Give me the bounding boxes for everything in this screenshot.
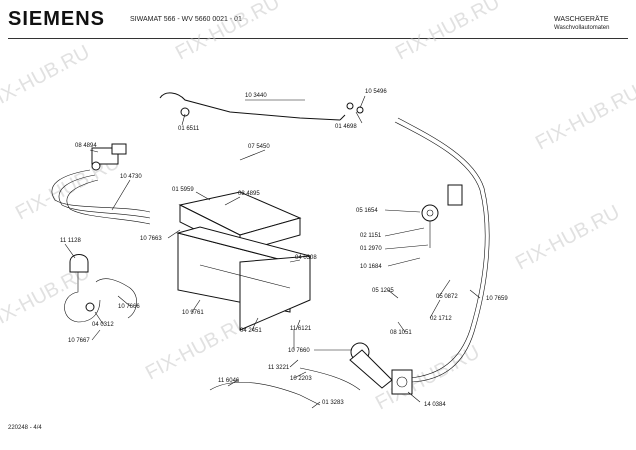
right-drain-hose: [394, 117, 490, 383]
brand-logo: SIEMENS: [8, 8, 106, 30]
siphon-trap: [64, 254, 137, 323]
inlet-valve: [91, 143, 127, 171]
watermark: FIX-HUB.RU: [172, 0, 283, 64]
part-labels: 10 3440 10 5496 01 6511 01 4698 08 4894 …: [60, 89, 508, 408]
part-label: 01 4698: [335, 124, 357, 130]
part-label: 02 1151: [360, 233, 382, 239]
part-label: 10 7663: [140, 236, 162, 242]
part-label: 10 1684: [360, 264, 382, 270]
fill-hoses: [51, 169, 151, 225]
part-label: 05 1654: [356, 208, 378, 214]
watermark: FIX-HUB.RU: [512, 201, 623, 274]
part-label: 08 4894: [75, 143, 97, 149]
part-label: 02 1712: [430, 316, 452, 322]
watermark: FIX-HUB.RU: [532, 81, 636, 154]
part-label: 14 0384: [424, 402, 446, 408]
part-label: 08 1051: [390, 330, 412, 336]
watermark: FIX-HUB.RU: [392, 0, 503, 64]
part-label: 01 3283: [322, 400, 344, 406]
part-label: 10 4730: [120, 174, 142, 180]
bottom-hose: [209, 330, 361, 406]
header-rule: [8, 38, 628, 39]
category-title: WASCHGERÄTE: [554, 16, 609, 23]
part-label: 01 5959: [172, 187, 194, 193]
top-hose: [159, 92, 364, 121]
part-label: 11 6121: [290, 326, 312, 332]
part-label: 08 4895: [238, 191, 260, 197]
part-label: 11 1128: [60, 238, 81, 244]
part-label: 04 0308: [295, 255, 317, 261]
part-label: 11 6046: [218, 378, 240, 384]
header: SIEMENS SIWAMAT 566 - WV 5660 0021 - 01 …: [0, 0, 636, 40]
model-number: SIWAMAT 566 - WV 5660 0021 - 01: [130, 16, 242, 23]
category-subtitle: Waschvollautomaten: [554, 25, 610, 31]
page-number: 220248 - 4/4: [8, 425, 42, 431]
part-label: 10 7660: [288, 348, 310, 354]
part-label: 10 7666: [118, 304, 140, 310]
part-label: 10 9761: [182, 310, 204, 316]
drain-pump: [349, 342, 413, 395]
part-label: 11 3221: [268, 365, 290, 371]
detergent-dispenser: [176, 191, 312, 331]
part-label: 05 0872: [436, 294, 458, 300]
part-label: 04 2451: [240, 328, 262, 334]
part-label: 10 7659: [486, 296, 508, 302]
part-label: 01 2970: [360, 246, 382, 252]
part-label: 10 7667: [68, 338, 90, 344]
watermark: FIX-HUB.RU: [0, 41, 93, 114]
part-label: 04 0312: [92, 322, 114, 328]
part-label: 07 5450: [248, 144, 270, 150]
leader-lines: [64, 95, 481, 409]
part-label: 10 2203: [290, 376, 312, 382]
part-label: 05 1205: [372, 288, 394, 294]
part-label: 10 5496: [365, 89, 387, 95]
pressure-switch: [421, 184, 463, 248]
part-label: 10 3440: [245, 93, 267, 99]
watermark: FIX-HUB.RU: [142, 311, 253, 384]
part-label: 01 6511: [178, 126, 200, 132]
